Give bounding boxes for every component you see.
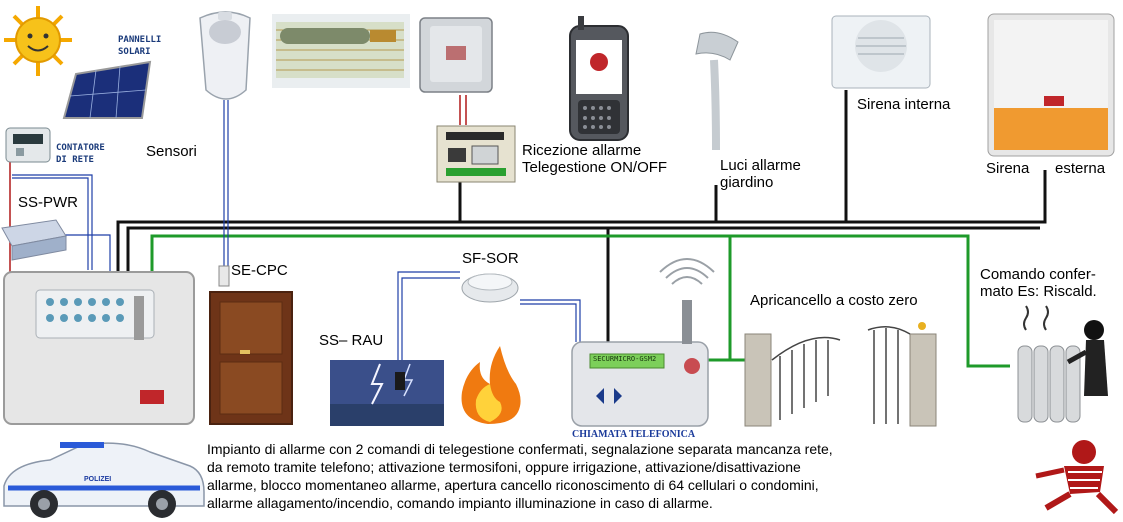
indoor-siren-label: Sirena interna: [857, 96, 951, 113]
solar-panel-icon: [62, 60, 152, 119]
relay-board-icon: [436, 125, 516, 183]
dialer-display-text: SECURMICRO-GSM2: [593, 355, 657, 363]
smartphone-icon: [569, 16, 629, 141]
thief-logo-icon: [1035, 440, 1119, 515]
keypad-box-icon: [419, 17, 493, 93]
police-car-text: POLIZEI: [84, 476, 112, 483]
door-icon: [209, 291, 293, 425]
outdoor-siren-label-2: esterna: [1055, 160, 1106, 177]
black-bus: [116, 90, 1047, 342]
meter-label: CONTATORE DI RETE: [56, 143, 105, 165]
smoke-detector-icon: [461, 273, 519, 303]
caption-line: allarme allagamento/incendio, comando im…: [207, 495, 713, 511]
remote-control-label: Ricezione allarme Telegestione ON/OFF: [522, 142, 668, 176]
gate-opener-label: Apricancello a costo zero: [750, 292, 918, 309]
door-contact-icon: [218, 265, 230, 287]
confirmed-command-label: Comando confer- mato Es: Riscald.: [980, 266, 1097, 300]
caption-line: Impianto di allarme con 2 comandi di tel…: [207, 441, 833, 457]
solar-panels-label: PANNELLI SOLARI: [118, 35, 162, 57]
meter-icon: [5, 127, 51, 163]
green-bus: [150, 234, 1010, 368]
gsm-dialer-icon: [571, 341, 709, 427]
caption-line: da remoto tramite telefono; attivazione …: [207, 459, 801, 475]
caption-line: allarme, blocco momentaneo allarme, aper…: [207, 477, 819, 493]
garden-lights-label: Luci allarme giardino: [720, 157, 801, 191]
indoor-siren-icon: [831, 15, 931, 89]
se-cpc-label: SE-CPC: [231, 262, 288, 279]
sun-icon: [4, 6, 72, 76]
outdoor-siren-icon: [987, 13, 1115, 157]
description-caption: Impianto di allarme con 2 comandi di tel…: [207, 440, 1013, 512]
power-module-icon: [1, 219, 67, 261]
outdoor-siren-label-1: Sirena: [986, 160, 1030, 177]
sensors-label: Sensori: [146, 143, 197, 160]
antenna-icon: [659, 258, 715, 344]
street-light-icon: [695, 31, 739, 151]
ss-pwr-label: SS-PWR: [18, 194, 78, 211]
sf-sor-label: SF-SOR: [462, 250, 519, 267]
pir-sensor-icon: [199, 11, 251, 100]
ss-rau-label: SS– RAU: [319, 332, 384, 349]
flame-icon: [461, 346, 521, 424]
gate-icon: [744, 322, 937, 427]
radiator-icon: [1017, 305, 1108, 423]
blue-wires: [12, 100, 581, 360]
roller-shutter-icon: [272, 14, 410, 88]
police-car-icon: [3, 442, 205, 518]
control-panel-icon: [3, 271, 195, 425]
phone-call-label: CHIAMATA TELEFONICA: [572, 429, 696, 440]
lightning-sensor-icon: [330, 360, 444, 426]
red-wires: [9, 95, 467, 272]
